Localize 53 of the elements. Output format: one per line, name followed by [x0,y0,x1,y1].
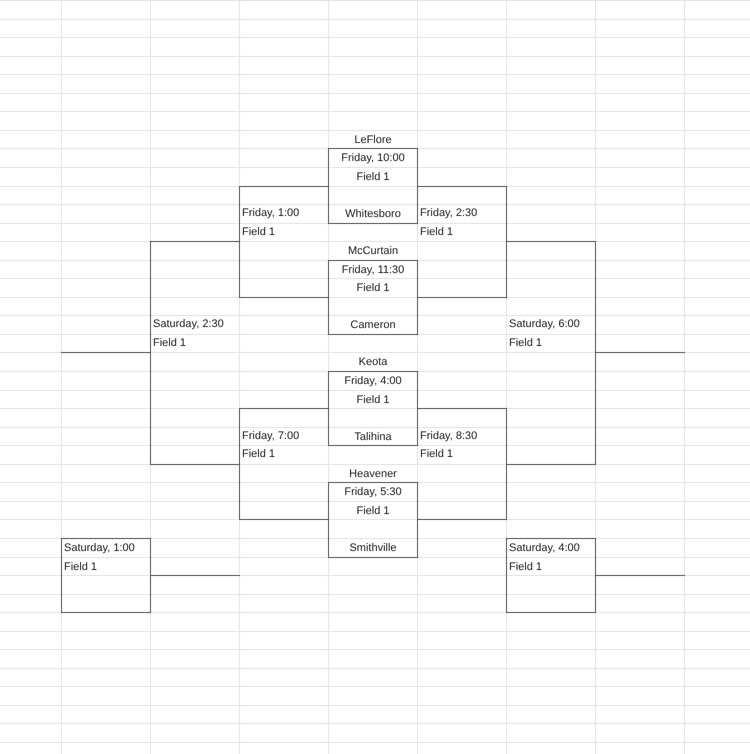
match-bracket [418,204,507,242]
bracket-line [595,575,685,576]
game-time: Friday, 1:00 [242,207,300,220]
bracket-line [417,186,507,205]
game-time: Friday, 2:30 [420,207,478,220]
bracket-line [239,241,329,298]
bracket-line [417,464,507,520]
team-name: Smithville [349,542,397,555]
game-time: Friday, 4:00 [344,375,402,388]
game-time: Saturday, 2:30 [153,318,224,331]
game-time: Saturday, 1:00 [64,542,135,555]
game-time: Friday, 10:00 [341,152,405,165]
field-label: Field 1 [242,226,276,238]
bracket-line [506,241,596,316]
field-label: Field 1 [242,448,276,461]
field-label: Field 1 [356,394,390,406]
game-time: Friday, 5:30 [344,486,402,499]
team-name: Whitesboro [345,208,401,221]
bracket-line [150,352,240,465]
bracket-line [61,352,151,353]
team-name: Heavener [349,468,397,480]
field-label: Field 1 [356,504,390,518]
field-label: Field 1 [153,336,186,350]
field-label: Field 1 [420,226,454,238]
field-label: Field 1 [356,171,390,184]
game-time: Saturday, 6:00 [509,318,580,331]
bracket-line [595,352,685,353]
bracket-line [150,241,240,316]
field-label: Field 1 [509,336,542,350]
bracket-line [239,464,329,520]
team-name: Talihina [354,430,392,444]
bracket-line [506,352,596,465]
match-bracket [418,427,507,465]
game-time: Friday, 8:30 [420,430,478,442]
bracket-line [417,241,507,298]
field-label: Field 1 [64,560,98,574]
bracket-line [150,575,240,576]
team-name: Cameron [350,319,396,332]
team-name: McCurtain [348,245,398,258]
match-box [506,538,596,613]
bracket-line [417,408,507,428]
field-label: Field 1 [420,448,454,461]
field-label: Field 1 [356,282,390,295]
bracket-line [239,186,329,205]
game-time: Saturday, 4:00 [509,542,580,555]
game-time: Friday, 7:00 [242,430,300,442]
team-name: LeFlore [354,134,392,146]
game-time: Friday, 11:30 [342,264,404,276]
match-bracket [507,315,596,353]
team-name: Keota [358,356,388,369]
match-box [61,538,151,613]
field-label: Field 1 [509,560,542,574]
bracket-line [239,408,329,428]
